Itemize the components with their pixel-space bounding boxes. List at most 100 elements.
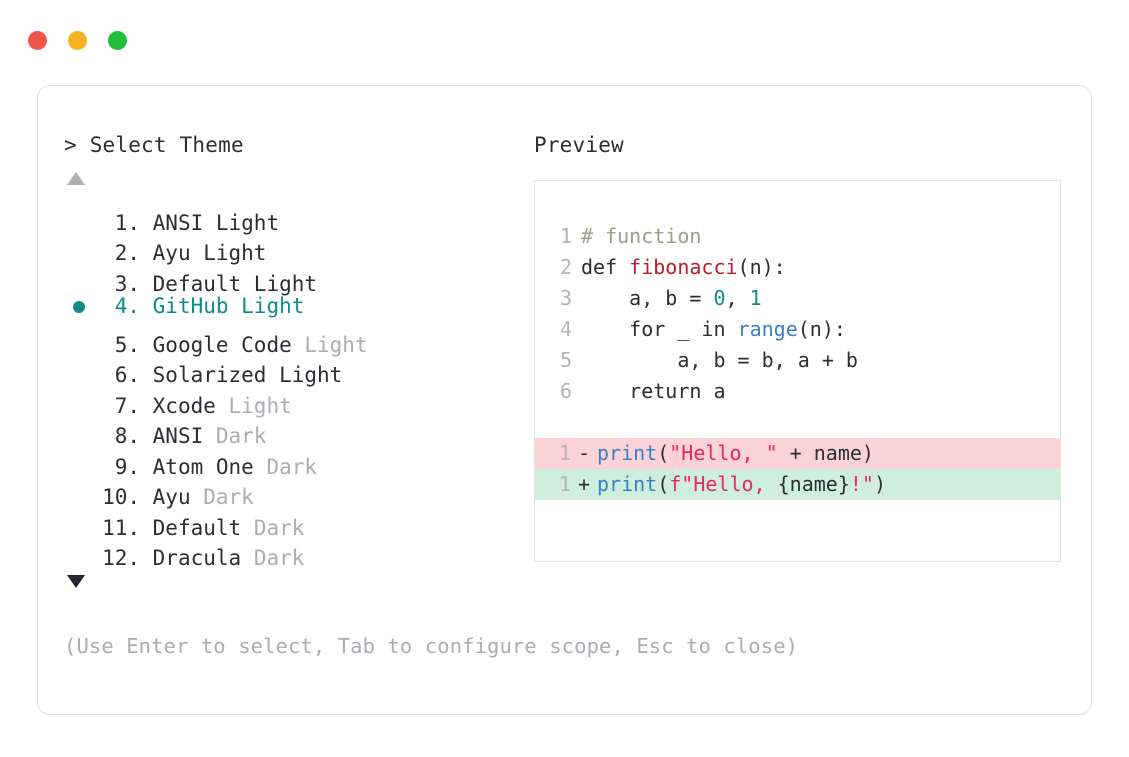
theme-item-gap [140, 391, 153, 422]
code-token: (n): [797, 317, 846, 341]
theme-item-gap [140, 452, 153, 483]
theme-list-item[interactable]: 8. ANSI Dark [64, 413, 534, 448]
window-minimize-button[interactable] [68, 31, 87, 50]
diff-line-text: print("Hello, " + name) [597, 438, 874, 469]
theme-item-index: 5. [102, 332, 140, 357]
theme-list-item[interactable]: 1. ANSI Light [64, 199, 534, 235]
theme-item-variant: Dark [241, 546, 305, 570]
theme-list-item[interactable]: 5. Google Code Light [64, 321, 534, 357]
theme-list-item[interactable]: 11. Default Dark [64, 504, 534, 540]
theme-item-index: 7. [102, 393, 140, 418]
theme-item-gap [140, 291, 153, 322]
theme-picker-card: > Select Theme 1. ANSI Light 2. Ayu Ligh… [37, 85, 1092, 715]
diff-sign: + [577, 472, 591, 496]
selection-bullet-cell [64, 199, 94, 230]
code-line: 5 a, b = b, a + b [535, 345, 1060, 376]
code-token: print [597, 472, 658, 496]
selection-bullet-cell [64, 382, 94, 413]
selection-bullet-cell [64, 260, 94, 291]
theme-item-index: 3. [102, 271, 140, 296]
prompt-spacer [77, 133, 90, 157]
theme-list[interactable]: 1. ANSI Light 2. Ayu Light 3. Default Li… [64, 199, 534, 570]
code-token: return a [581, 379, 726, 403]
theme-item-index: 4. [102, 293, 140, 318]
theme-item-gap [140, 421, 153, 452]
diff-sign: - [577, 441, 591, 465]
selection-bullet-cell [64, 291, 94, 322]
code-line-text: return a [581, 376, 726, 407]
code-line-text: def fibonacci(n): [581, 252, 786, 283]
theme-item-gap [140, 543, 153, 574]
theme-item-name: Solarized Light [152, 363, 343, 387]
theme-item-name: ANSI Light [152, 210, 280, 235]
code-token: ( [657, 441, 670, 465]
code-line-number: 1 [559, 224, 572, 248]
preview-panel: 1 # function 2 def fibonacci(n):3 a, b = 0,… [534, 180, 1061, 562]
code-line: 1 # function [535, 221, 1060, 252]
window-zoom-button[interactable] [108, 31, 127, 50]
theme-item-index: 1. [102, 210, 140, 235]
code-token: {name} [777, 472, 850, 496]
code-line-text: # function [581, 221, 701, 252]
code-token: (n): [737, 255, 786, 279]
code-token: a, b = [581, 286, 714, 310]
code-line: 6 return a [535, 376, 1060, 407]
code-token: print [597, 441, 658, 465]
code-line-number: 5 [559, 348, 572, 372]
theme-item-variant: Dark [203, 424, 267, 448]
code-line-number: 2 [559, 255, 572, 279]
theme-picker-body: > Select Theme 1. ANSI Light 2. Ayu Ligh… [38, 86, 1091, 714]
theme-item-gap [140, 360, 153, 391]
code-line-number: 4 [559, 317, 572, 341]
theme-list-item[interactable]: 2. Ayu Light [64, 230, 534, 265]
code-token: 0 [713, 286, 726, 310]
selection-bullet-cell [64, 443, 94, 474]
theme-list-item[interactable]: 7. Xcode Light [64, 382, 534, 418]
code-line-text: a, b = 0, 1 [581, 283, 761, 314]
code-token: # function [581, 224, 702, 248]
theme-list-item[interactable]: 4. GitHub Light [64, 291, 534, 322]
diff-line-text: print(f"Hello, {name}!") [597, 469, 886, 500]
preview-column: Preview 1 # function 2 def fibonacci(n):3 a… [534, 132, 1091, 562]
window-titlebar [28, 31, 127, 50]
code-token: + name) [777, 441, 874, 465]
code-line: 3 a, b = 0, 1 [535, 283, 1060, 314]
theme-chooser-column: > Select Theme 1. ANSI Light 2. Ayu Ligh… [64, 132, 534, 588]
theme-item-index: 2. [102, 241, 140, 265]
theme-item-gap [140, 238, 153, 269]
diff-line-add: 1+print(f"Hello, {name}!") [535, 469, 1060, 500]
code-line-text: a, b = b, a + b [581, 345, 858, 376]
theme-item-gap [140, 330, 153, 361]
selection-bullet-cell [64, 474, 94, 505]
theme-list-item[interactable]: 12. Dracula Dark [64, 535, 534, 570]
preview-heading: Preview [534, 133, 624, 157]
code-line-number: 6 [559, 379, 572, 403]
theme-list-item[interactable]: 10. Ayu Dark [64, 474, 534, 509]
keyboard-hint: (Use Enter to select, Tab to configure s… [64, 634, 799, 658]
theme-item-index: 11. [102, 515, 140, 540]
theme-list-item[interactable]: 3. Default Light [64, 260, 534, 296]
theme-item-name: Ayu [152, 485, 191, 509]
theme-item-gap [140, 513, 153, 544]
window-close-button[interactable] [28, 31, 47, 50]
theme-item-index: 10. [102, 485, 140, 509]
scroll-down-arrow-icon[interactable] [67, 575, 85, 588]
theme-item-name: Xcode [152, 393, 216, 418]
code-token: !" [849, 472, 874, 496]
code-token: ( [657, 472, 670, 496]
selection-bullet-cell [64, 504, 94, 535]
theme-item-name: Google Code [152, 332, 292, 357]
code-block: 1 # function 2 def fibonacci(n):3 a, b = 0,… [535, 221, 1060, 407]
code-token: def [581, 255, 630, 279]
page-title: Select Theme [89, 133, 244, 157]
theme-item-name: Default [152, 515, 242, 540]
theme-list-item[interactable]: 9. Atom One Dark [64, 443, 534, 479]
code-line: 2 def fibonacci(n): [535, 252, 1060, 283]
theme-item-variant: Light [215, 393, 292, 418]
code-token: range [737, 317, 798, 341]
scroll-up-arrow-icon[interactable] [67, 172, 85, 185]
theme-list-item[interactable]: 6. Solarized Light [64, 352, 534, 387]
theme-item-index: 9. [102, 454, 140, 479]
code-token: ) [873, 472, 887, 496]
selection-bullet-cell [64, 321, 94, 352]
